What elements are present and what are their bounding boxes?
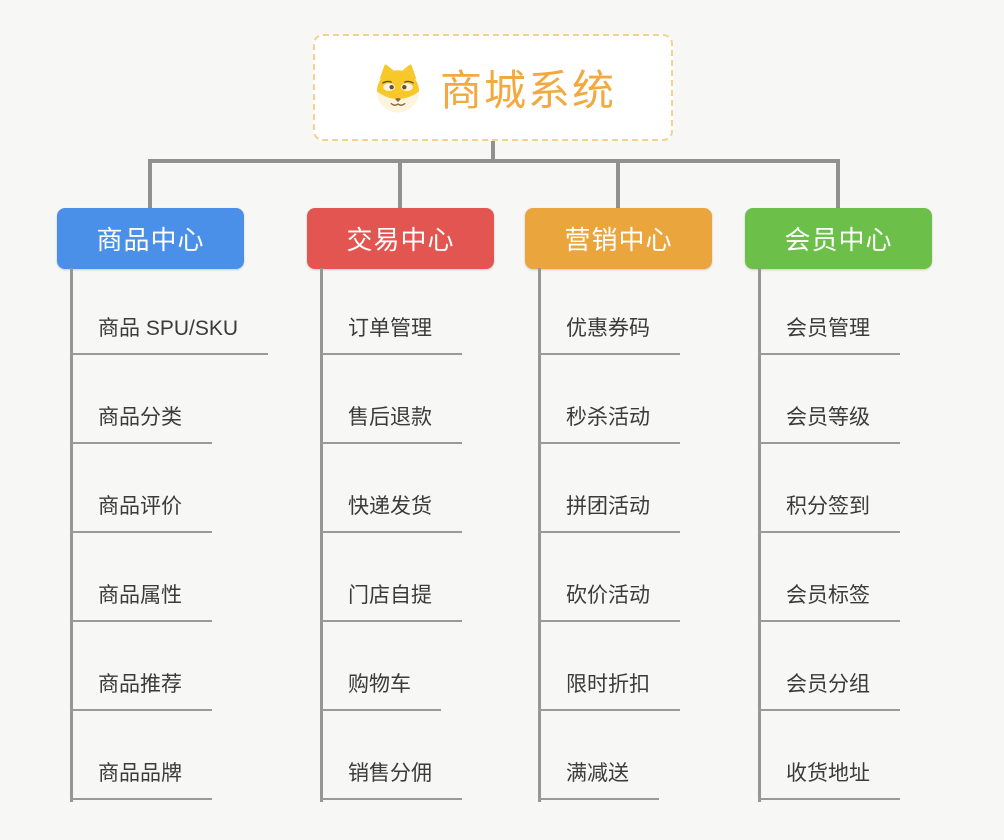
connector-drop-3 bbox=[616, 159, 620, 209]
branch-line-member bbox=[758, 268, 761, 802]
connector-horizontal-bar bbox=[148, 159, 840, 163]
connector-drop-1 bbox=[148, 159, 152, 209]
leaf-item[interactable]: 限时折扣 bbox=[538, 670, 680, 711]
leaf-item[interactable]: 会员分组 bbox=[758, 670, 900, 711]
leaf-item[interactable]: 秒杀活动 bbox=[538, 403, 680, 444]
leaf-item[interactable]: 商品推荐 bbox=[70, 670, 212, 711]
leaf-item[interactable]: 积分签到 bbox=[758, 492, 900, 533]
leaf-item[interactable]: 门店自提 bbox=[320, 581, 462, 622]
leaf-item[interactable]: 快递发货 bbox=[320, 492, 462, 533]
leaf-item[interactable]: 商品品牌 bbox=[70, 759, 212, 800]
leaf-item[interactable]: 会员管理 bbox=[758, 314, 900, 355]
leaf-item[interactable]: 购物车 bbox=[320, 670, 441, 711]
leaf-item[interactable]: 销售分佣 bbox=[320, 759, 462, 800]
leaf-item[interactable]: 拼团活动 bbox=[538, 492, 680, 533]
leaf-item[interactable]: 砍价活动 bbox=[538, 581, 680, 622]
leaf-item[interactable]: 收货地址 bbox=[758, 759, 900, 800]
leaf-item[interactable]: 商品评价 bbox=[70, 492, 212, 533]
root-node[interactable]: 商城系统 bbox=[313, 34, 673, 141]
branch-node-member-center[interactable]: 会员中心 bbox=[745, 208, 932, 269]
branch-node-marketing-center[interactable]: 营销中心 bbox=[525, 208, 712, 269]
branch-line-product bbox=[70, 268, 73, 802]
leaf-item[interactable]: 商品属性 bbox=[70, 581, 212, 622]
branch-line-marketing bbox=[538, 268, 541, 802]
leaf-item[interactable]: 满减送 bbox=[538, 759, 659, 800]
leaf-item[interactable]: 优惠券码 bbox=[538, 314, 680, 355]
leaf-item[interactable]: 商品分类 bbox=[70, 403, 212, 444]
leaf-item[interactable]: 订单管理 bbox=[320, 314, 462, 355]
branch-node-product-center[interactable]: 商品中心 bbox=[57, 208, 244, 269]
connector-root-stub bbox=[491, 140, 495, 161]
leaf-item[interactable]: 售后退款 bbox=[320, 403, 462, 444]
root-node-label: 商城系统 bbox=[439, 67, 616, 114]
connector-drop-4 bbox=[836, 159, 840, 209]
leaf-item[interactable]: 商品 SPU/SKU bbox=[70, 314, 269, 355]
branch-node-trade-center[interactable]: 交易中心 bbox=[307, 208, 494, 269]
leaf-item[interactable]: 会员等级 bbox=[758, 403, 900, 444]
branch-line-trade bbox=[320, 268, 323, 802]
connector-drop-2 bbox=[398, 159, 402, 209]
shiba-dog-icon bbox=[376, 63, 420, 112]
leaf-item[interactable]: 会员标签 bbox=[758, 581, 900, 622]
